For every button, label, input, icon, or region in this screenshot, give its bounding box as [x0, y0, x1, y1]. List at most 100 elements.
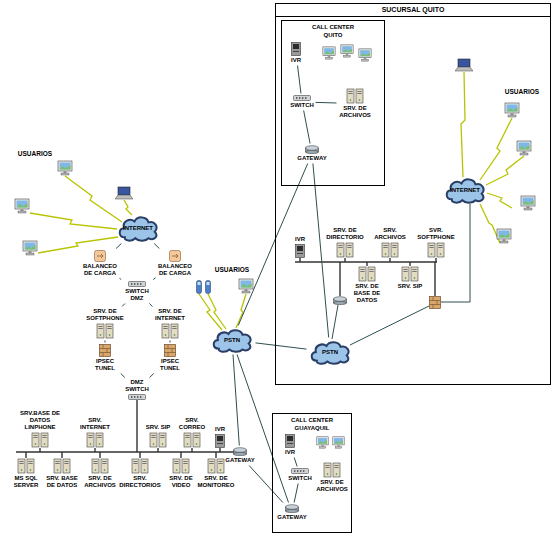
node-label: SRV. DE ARCHIVOS: [338, 105, 372, 119]
server-icon: [207, 458, 225, 474]
users-label: USUARIOS: [18, 150, 52, 158]
node-label: SRV. DE BASE DE DATOS: [349, 283, 385, 304]
group-box: CALL CENTER QUITOIVRSWITCHSRV. DE ARCHIV…: [281, 20, 385, 186]
server-node: SRV. DIRECTORIOS: [118, 458, 162, 489]
server-node: SRV.BASE DE DATOS LINPHONE: [18, 410, 62, 448]
network-link: [122, 304, 125, 307]
server-icon: [172, 458, 190, 474]
group-title: CALL CENTER GUAYAQUIL: [287, 416, 337, 432]
node-label: GATEWAY: [297, 155, 326, 162]
server-node: SRV. SIP: [146, 424, 171, 448]
gateway-node: GATEWAY: [277, 504, 307, 521]
server-icon: [358, 266, 376, 282]
network-cloud: INTERNET: [116, 214, 160, 242]
gateway-icon: [305, 145, 319, 154]
group-box: SUCURSAL QUITO CALL CENTER QUITOIVRSWITCH…: [275, 3, 551, 385]
node-label: SRV. SIP: [146, 424, 171, 431]
node-label: SVR. SOFTPHONE: [416, 227, 456, 241]
firewall-node: IPSEC TUNEL: [155, 344, 185, 372]
switch-node: SWITCH DMZ: [122, 281, 152, 302]
server-icon: [149, 432, 167, 448]
ivr-node: IVR: [295, 236, 306, 258]
switch-icon: [128, 394, 146, 400]
server-node: SRV. DE VIDEO: [166, 458, 196, 489]
network-cloud: INTERNET: [443, 176, 487, 204]
ivr-icon: [291, 42, 301, 56]
users-label: USUARIOS: [215, 266, 249, 274]
node-label: IVR: [285, 449, 295, 456]
network-link: [256, 343, 307, 349]
node-label: GATEWAY: [225, 457, 254, 464]
lan-bus: [16, 400, 240, 458]
node-label: PSTN: [224, 337, 240, 344]
gateway-icon: [233, 447, 247, 456]
firewall-icon: [430, 297, 441, 309]
load-balancer-icon: [94, 250, 106, 262]
switch-icon: [293, 95, 311, 101]
network-cloud: PSTN: [210, 327, 254, 353]
server-icon: [401, 266, 419, 282]
node-label: SWITCH DMZ: [122, 288, 152, 302]
firewall-icon: [164, 344, 176, 357]
users-label: USUARIOS: [505, 88, 539, 96]
network-link: [249, 466, 283, 503]
network-link: [154, 244, 159, 249]
server-icon: [336, 242, 354, 258]
node-label: SRV. DE VIDEO: [166, 475, 196, 489]
server-icon: [183, 432, 201, 448]
server-node: SVR. SOFTPHONE: [416, 227, 456, 258]
node-label: DMZ SWITCH: [122, 379, 152, 393]
server-node: SRV. INTERNET: [77, 417, 113, 448]
server-node: SRV. DE ARCHIVOS: [83, 458, 117, 489]
ivr-icon: [285, 434, 295, 448]
node-label: IPSEC TUNEL: [155, 358, 185, 372]
ivr-icon: [215, 434, 225, 448]
node-label: INTERNET: [450, 187, 480, 194]
node-label: SWITCH: [288, 475, 312, 482]
node-label: GATEWAY: [277, 514, 306, 521]
switch-node: SWITCH: [288, 468, 312, 482]
server-node: SRV. DE INTERNET: [150, 308, 190, 339]
node-label: SRV.BASE DE DATOS LINPHONE: [18, 410, 62, 431]
network-link: [153, 278, 155, 280]
node-label: BALANCEO DE CARGA: [82, 263, 118, 277]
ivr-node: IVR: [285, 434, 296, 456]
node-label: SRV. DE ARCHIVOS: [83, 475, 117, 489]
node-label: IVR: [291, 57, 301, 64]
network-link: [238, 164, 307, 326]
network-link: [313, 164, 329, 338]
gateway-icon: [334, 297, 347, 305]
firewall-icon: [99, 344, 111, 357]
ivr-node: IVR: [291, 42, 302, 64]
switch-icon: [291, 468, 309, 474]
server-node: SRV. BASE DE DATOS: [45, 458, 79, 489]
network-link: [304, 111, 310, 144]
node-label: IPSEC TUNEL: [90, 358, 120, 372]
node-label: IVR: [215, 426, 225, 433]
network-link: [294, 458, 297, 467]
server-node: SRV. SIP: [398, 266, 423, 290]
server-node: SRV. DE SOFTPHONE: [85, 308, 125, 339]
switch-icon: [128, 281, 146, 287]
node-label: SRV. INTERNET: [77, 417, 113, 431]
load-balancer-node: BALANCEO DE CARGA: [82, 250, 118, 277]
network-link: [120, 278, 122, 279]
node-label: SRV. ARCHIVOS: [373, 227, 407, 241]
server-icon: [323, 462, 341, 478]
wireless-link: [30, 72, 524, 330]
node-label: BALANCEO DE CARGA: [157, 263, 193, 277]
group-title: SUCURSAL QUITO: [276, 4, 550, 17]
node-label: SRV. BASE DE DATOS: [45, 475, 79, 489]
load-balancer-icon: [169, 250, 181, 262]
gateway-node: GATEWAY: [297, 145, 327, 162]
server-icon: [91, 458, 109, 474]
node-label: SRV. DIRECTORIOS: [118, 475, 162, 489]
node-label: SRV. CORREO: [177, 417, 207, 431]
gateway-node: GATEWAY: [225, 447, 255, 464]
network-link: [237, 355, 288, 503]
network-link: [121, 374, 125, 378]
node-label: SRV. DE INTERNET: [150, 308, 190, 322]
server-node: SRV. DE MONITOREO: [196, 458, 236, 489]
